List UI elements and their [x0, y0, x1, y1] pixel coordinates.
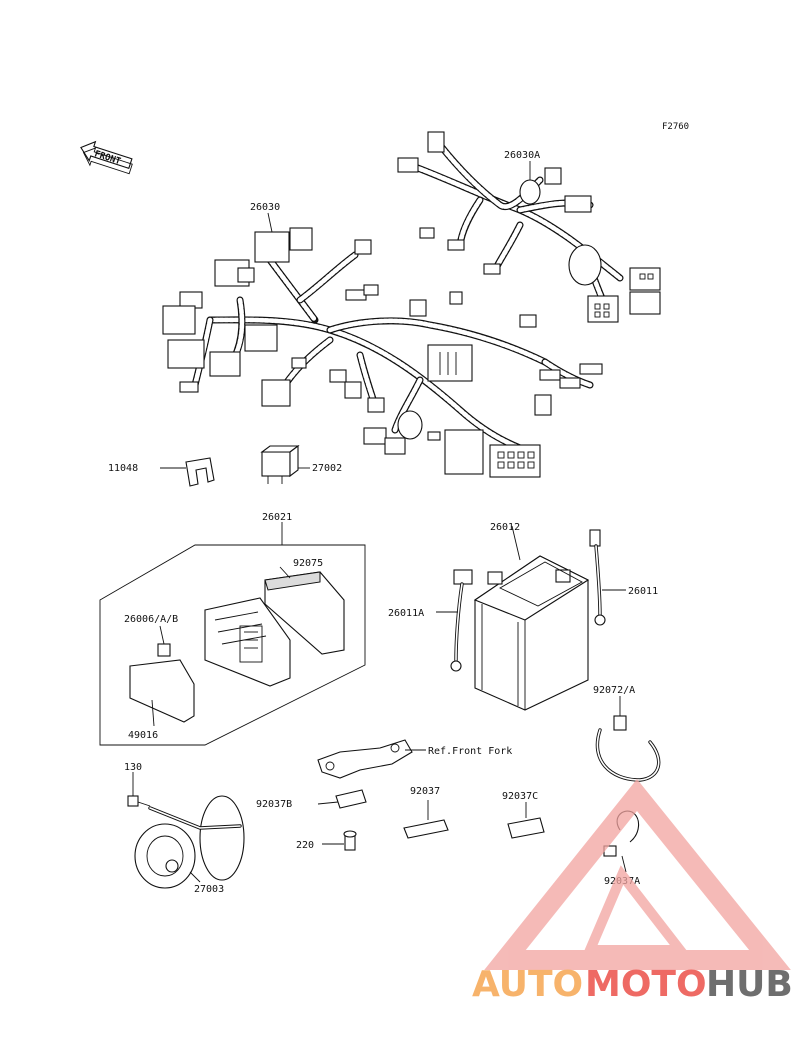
label-92075: 92075: [293, 558, 323, 569]
label-26021: 26021: [262, 512, 292, 523]
battery-cable-26011a: [436, 569, 473, 672]
label-49016: 49016: [128, 730, 158, 741]
label-26030: 26030: [250, 202, 280, 213]
band-92072a-part: [595, 696, 661, 782]
label-92037: 92037: [410, 786, 440, 797]
watermark-triangle-icon: [484, 779, 791, 970]
ic-igniter-block: [427, 344, 473, 382]
label-92037c: 92037C: [502, 791, 538, 802]
bracket-11048-part: [160, 457, 215, 487]
label-27003: 27003: [194, 884, 224, 895]
battery-26012-part: [473, 525, 590, 711]
grommet: [519, 179, 541, 205]
label-26030a: 26030A: [504, 150, 540, 161]
label-27002: 27002: [312, 463, 342, 474]
clamp-92037-part: [403, 800, 449, 839]
watermark-part-moto: MOTO: [585, 964, 707, 1005]
label-26011: 26011: [628, 586, 658, 597]
watermark-part-hub: HUB: [706, 964, 793, 1005]
horn-27003-part: [134, 795, 245, 889]
label-11048: 11048: [108, 463, 138, 474]
clamp-92037b-part: [317, 789, 367, 809]
label-220: 220: [296, 840, 314, 851]
battery-cable-26011: [589, 529, 626, 626]
main-harness-26030: [162, 227, 603, 478]
label-130: 130: [124, 762, 142, 773]
bolt-130-part: [127, 772, 151, 807]
label-92037b: 92037B: [256, 799, 292, 810]
sub-harness-26030a: [397, 131, 661, 323]
label-92072a: 92072/A: [593, 685, 635, 696]
junction-box-26021: [99, 522, 366, 746]
watermark-logo: AUTO MOTO HUB: [472, 964, 793, 1005]
screw-220-part: [322, 830, 357, 851]
label-26012: 26012: [490, 522, 520, 533]
grommet-large: [568, 244, 602, 286]
front-arrow-icon: FRONT: [80, 140, 133, 175]
label-26006: 26006/A/B: [124, 614, 178, 625]
figure-number: F2760: [662, 122, 689, 132]
clamp-92037c-part: [507, 802, 545, 839]
label-ref-front-fork: Ref.Front Fork: [428, 746, 512, 757]
watermark-part-auto: AUTO: [472, 964, 583, 1005]
relay-27002-part: [260, 444, 310, 484]
label-26011a: 26011A: [388, 608, 424, 619]
front-fork-bracket: [317, 739, 426, 779]
